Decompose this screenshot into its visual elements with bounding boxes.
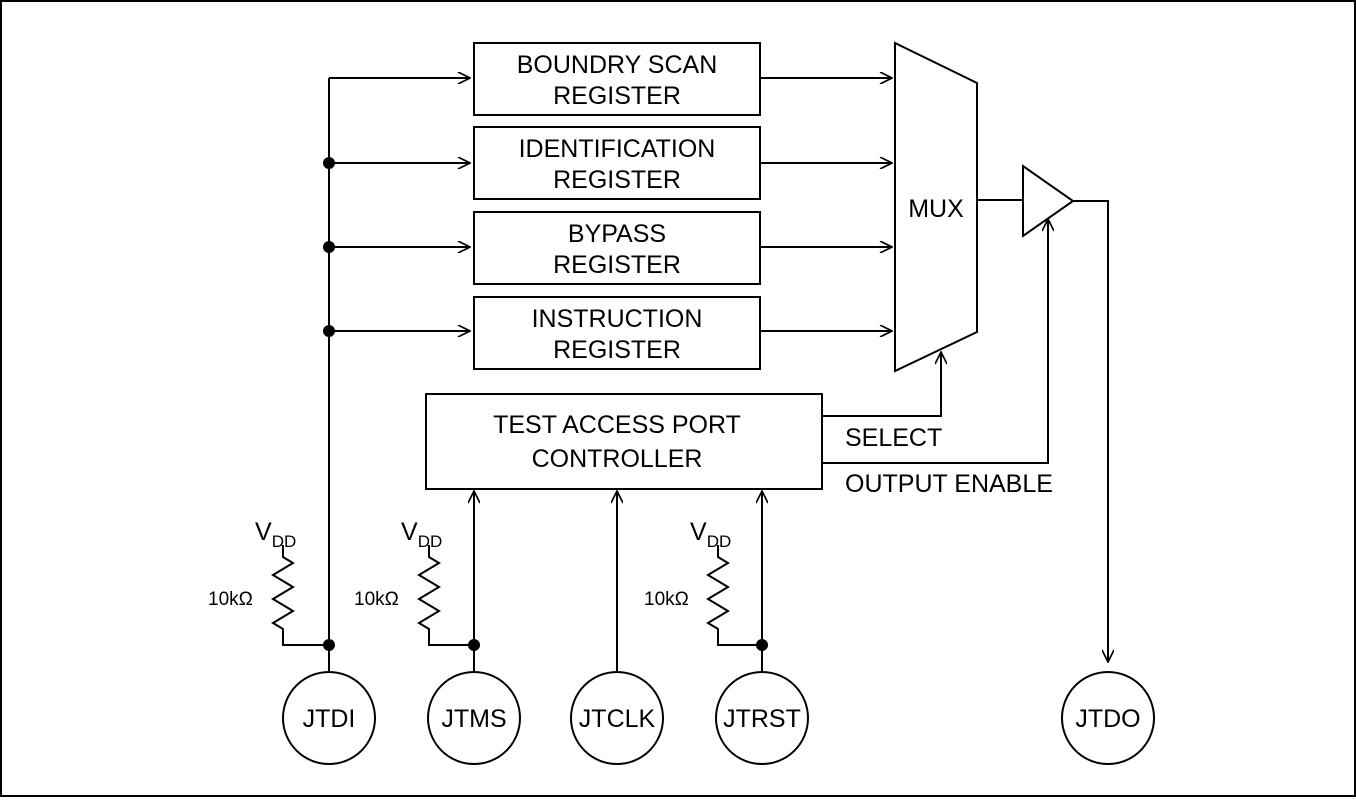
identification-register-line2: REGISTER [553, 166, 681, 194]
pullup-resistor-jtrst: VDD 10kΩ [644, 518, 768, 651]
junction-dot [468, 639, 480, 651]
bypass-register: BYPASS REGISTER [473, 211, 761, 285]
instruction-register-line2: REGISTER [553, 336, 681, 364]
junction-dot [323, 241, 335, 253]
pullup-resistor-jtms: VDD 10kΩ [354, 518, 480, 651]
junction-dot [323, 157, 335, 169]
pin-jtclk-label: JTCLK [579, 705, 656, 733]
identification-register-line1: IDENTIFICATION [519, 135, 716, 163]
pin-jtrst-label: JTRST [723, 705, 801, 733]
register-to-mux-arrows [760, 78, 892, 331]
junction-dot [756, 639, 768, 651]
vdd-label: VDD [401, 518, 442, 551]
select-label: SELECT [845, 424, 942, 452]
bypass-register-line1: BYPASS [568, 220, 666, 248]
pin-jtdo-label: JTDO [1075, 705, 1140, 733]
pin-jtrst: JTRST [715, 671, 809, 765]
jtdi-bus [328, 78, 470, 672]
pin-jtdo: JTDO [1061, 671, 1155, 765]
resistor-value: 10kΩ [208, 589, 253, 610]
boundary-scan-register: BOUNDRY SCAN REGISTER [473, 42, 761, 116]
tap-controller-line1: TEST ACCESS PORT [493, 411, 741, 439]
pullup-resistor-jtdi: VDD 10kΩ [208, 518, 335, 651]
output-enable-label: OUTPUT ENABLE [845, 470, 1053, 498]
output-enable-line [822, 219, 1048, 464]
identification-register: IDENTIFICATION REGISTER [473, 126, 761, 200]
boundary-scan-register-line1: BOUNDRY SCAN [517, 51, 718, 79]
resistor-value: 10kΩ [644, 589, 689, 610]
junction-dot [323, 325, 335, 337]
boundary-scan-register-line2: REGISTER [553, 82, 681, 110]
bypass-register-line2: REGISTER [553, 251, 681, 279]
vdd-label: VDD [690, 518, 731, 551]
select-line [822, 352, 941, 417]
instruction-register: INSTRUCTION REGISTER [473, 296, 761, 370]
tap-controller-line2: CONTROLLER [532, 445, 703, 473]
resistor-icon [417, 545, 474, 646]
resistor-icon [271, 545, 329, 646]
instruction-register-line1: INSTRUCTION [532, 305, 703, 333]
pin-jtms-label: JTMS [441, 705, 506, 733]
jtdo-line [1073, 200, 1108, 662]
pin-jtdi-label: JTDI [303, 705, 356, 733]
mux: MUX [894, 41, 978, 373]
junction-dot [323, 639, 335, 651]
resistor-value: 10kΩ [354, 589, 399, 610]
mux-label: MUX [908, 195, 964, 223]
pin-jtms: JTMS [427, 671, 521, 765]
vdd-label: VDD [255, 518, 296, 551]
tap-controller: TEST ACCESS PORT CONTROLLER [425, 393, 823, 490]
resistor-icon [706, 545, 762, 646]
pin-jtdi: JTDI [282, 671, 376, 765]
pin-jtclk: JTCLK [570, 671, 664, 765]
